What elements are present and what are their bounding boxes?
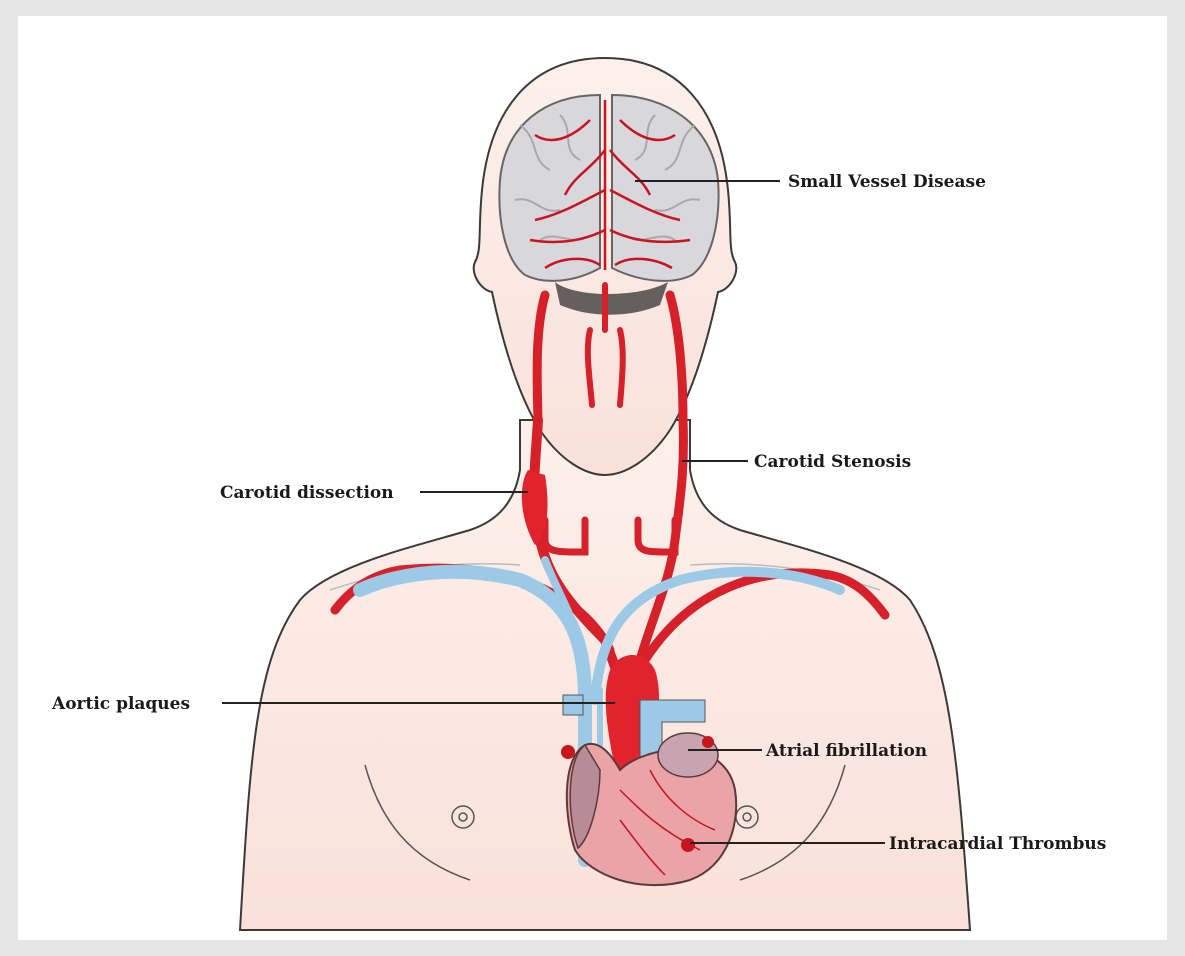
- label-carotid-dissection: Carotid dissection: [220, 483, 394, 503]
- label-atrial-fibrillation: Atrial fibrillation: [765, 741, 927, 761]
- vein-stub-left: [563, 695, 583, 715]
- label-aortic-plaques: Aortic plaques: [51, 694, 190, 714]
- heart: [561, 733, 736, 885]
- label-small-vessel-disease: Small Vessel Disease: [788, 172, 986, 192]
- label-intracardial-thrombus: Intracardial Thrombus: [889, 834, 1106, 854]
- label-carotid-stenosis: Carotid Stenosis: [754, 452, 911, 472]
